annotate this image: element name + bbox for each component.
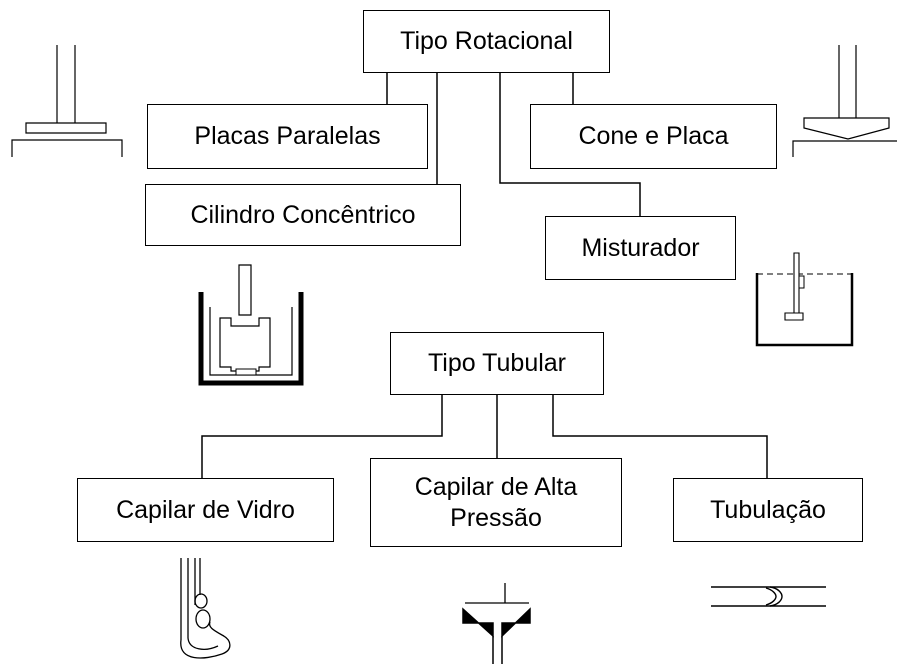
connector-rotational-to-mixer	[499, 73, 641, 216]
concentric-cylinder-box: Cilindro Concêntrico	[145, 184, 461, 246]
rotational-type-box: Tipo Rotacional	[363, 10, 610, 73]
mixer-icon	[757, 253, 852, 345]
pipe-box: Tubulação	[673, 478, 863, 542]
concentric-cylinder-icon	[201, 265, 301, 383]
concentric-cylinder-label: Cilindro Concêntrico	[190, 200, 416, 229]
parallel-plates-box: Placas Paralelas	[147, 104, 428, 169]
pipe-label: Tubulação	[710, 495, 826, 524]
cone-plate-icon	[793, 45, 897, 157]
glass-capillary-label: Capilar de Vidro	[116, 495, 295, 524]
connector-tubular-to-pipe	[552, 395, 768, 478]
cone-plate-box: Cone e Placa	[530, 104, 777, 169]
connector-tubular-to-glass-capillary	[201, 395, 443, 478]
mixer-box: Misturador	[545, 216, 736, 280]
rotational-type-label: Tipo Rotacional	[400, 27, 573, 56]
cone-plate-label: Cone e Placa	[578, 122, 729, 151]
glass-capillary-box: Capilar de Vidro	[77, 478, 334, 542]
high-pressure-capillary-label-line1: Capilar de Alta	[414, 473, 578, 501]
pipe-icon	[711, 587, 826, 606]
high-pressure-capillary-box: Capilar de Alta Pressão	[370, 458, 622, 547]
parallel-plates-icon	[12, 45, 122, 157]
high-pressure-capillary-icon	[463, 583, 530, 664]
tubular-type-label: Tipo Tubular	[427, 349, 567, 378]
parallel-plates-label: Placas Paralelas	[194, 122, 381, 151]
tubular-type-box: Tipo Tubular	[390, 332, 604, 395]
mixer-label: Misturador	[581, 233, 700, 262]
glass-capillary-icon	[181, 558, 230, 658]
high-pressure-capillary-label-line2: Pressão	[450, 503, 542, 532]
